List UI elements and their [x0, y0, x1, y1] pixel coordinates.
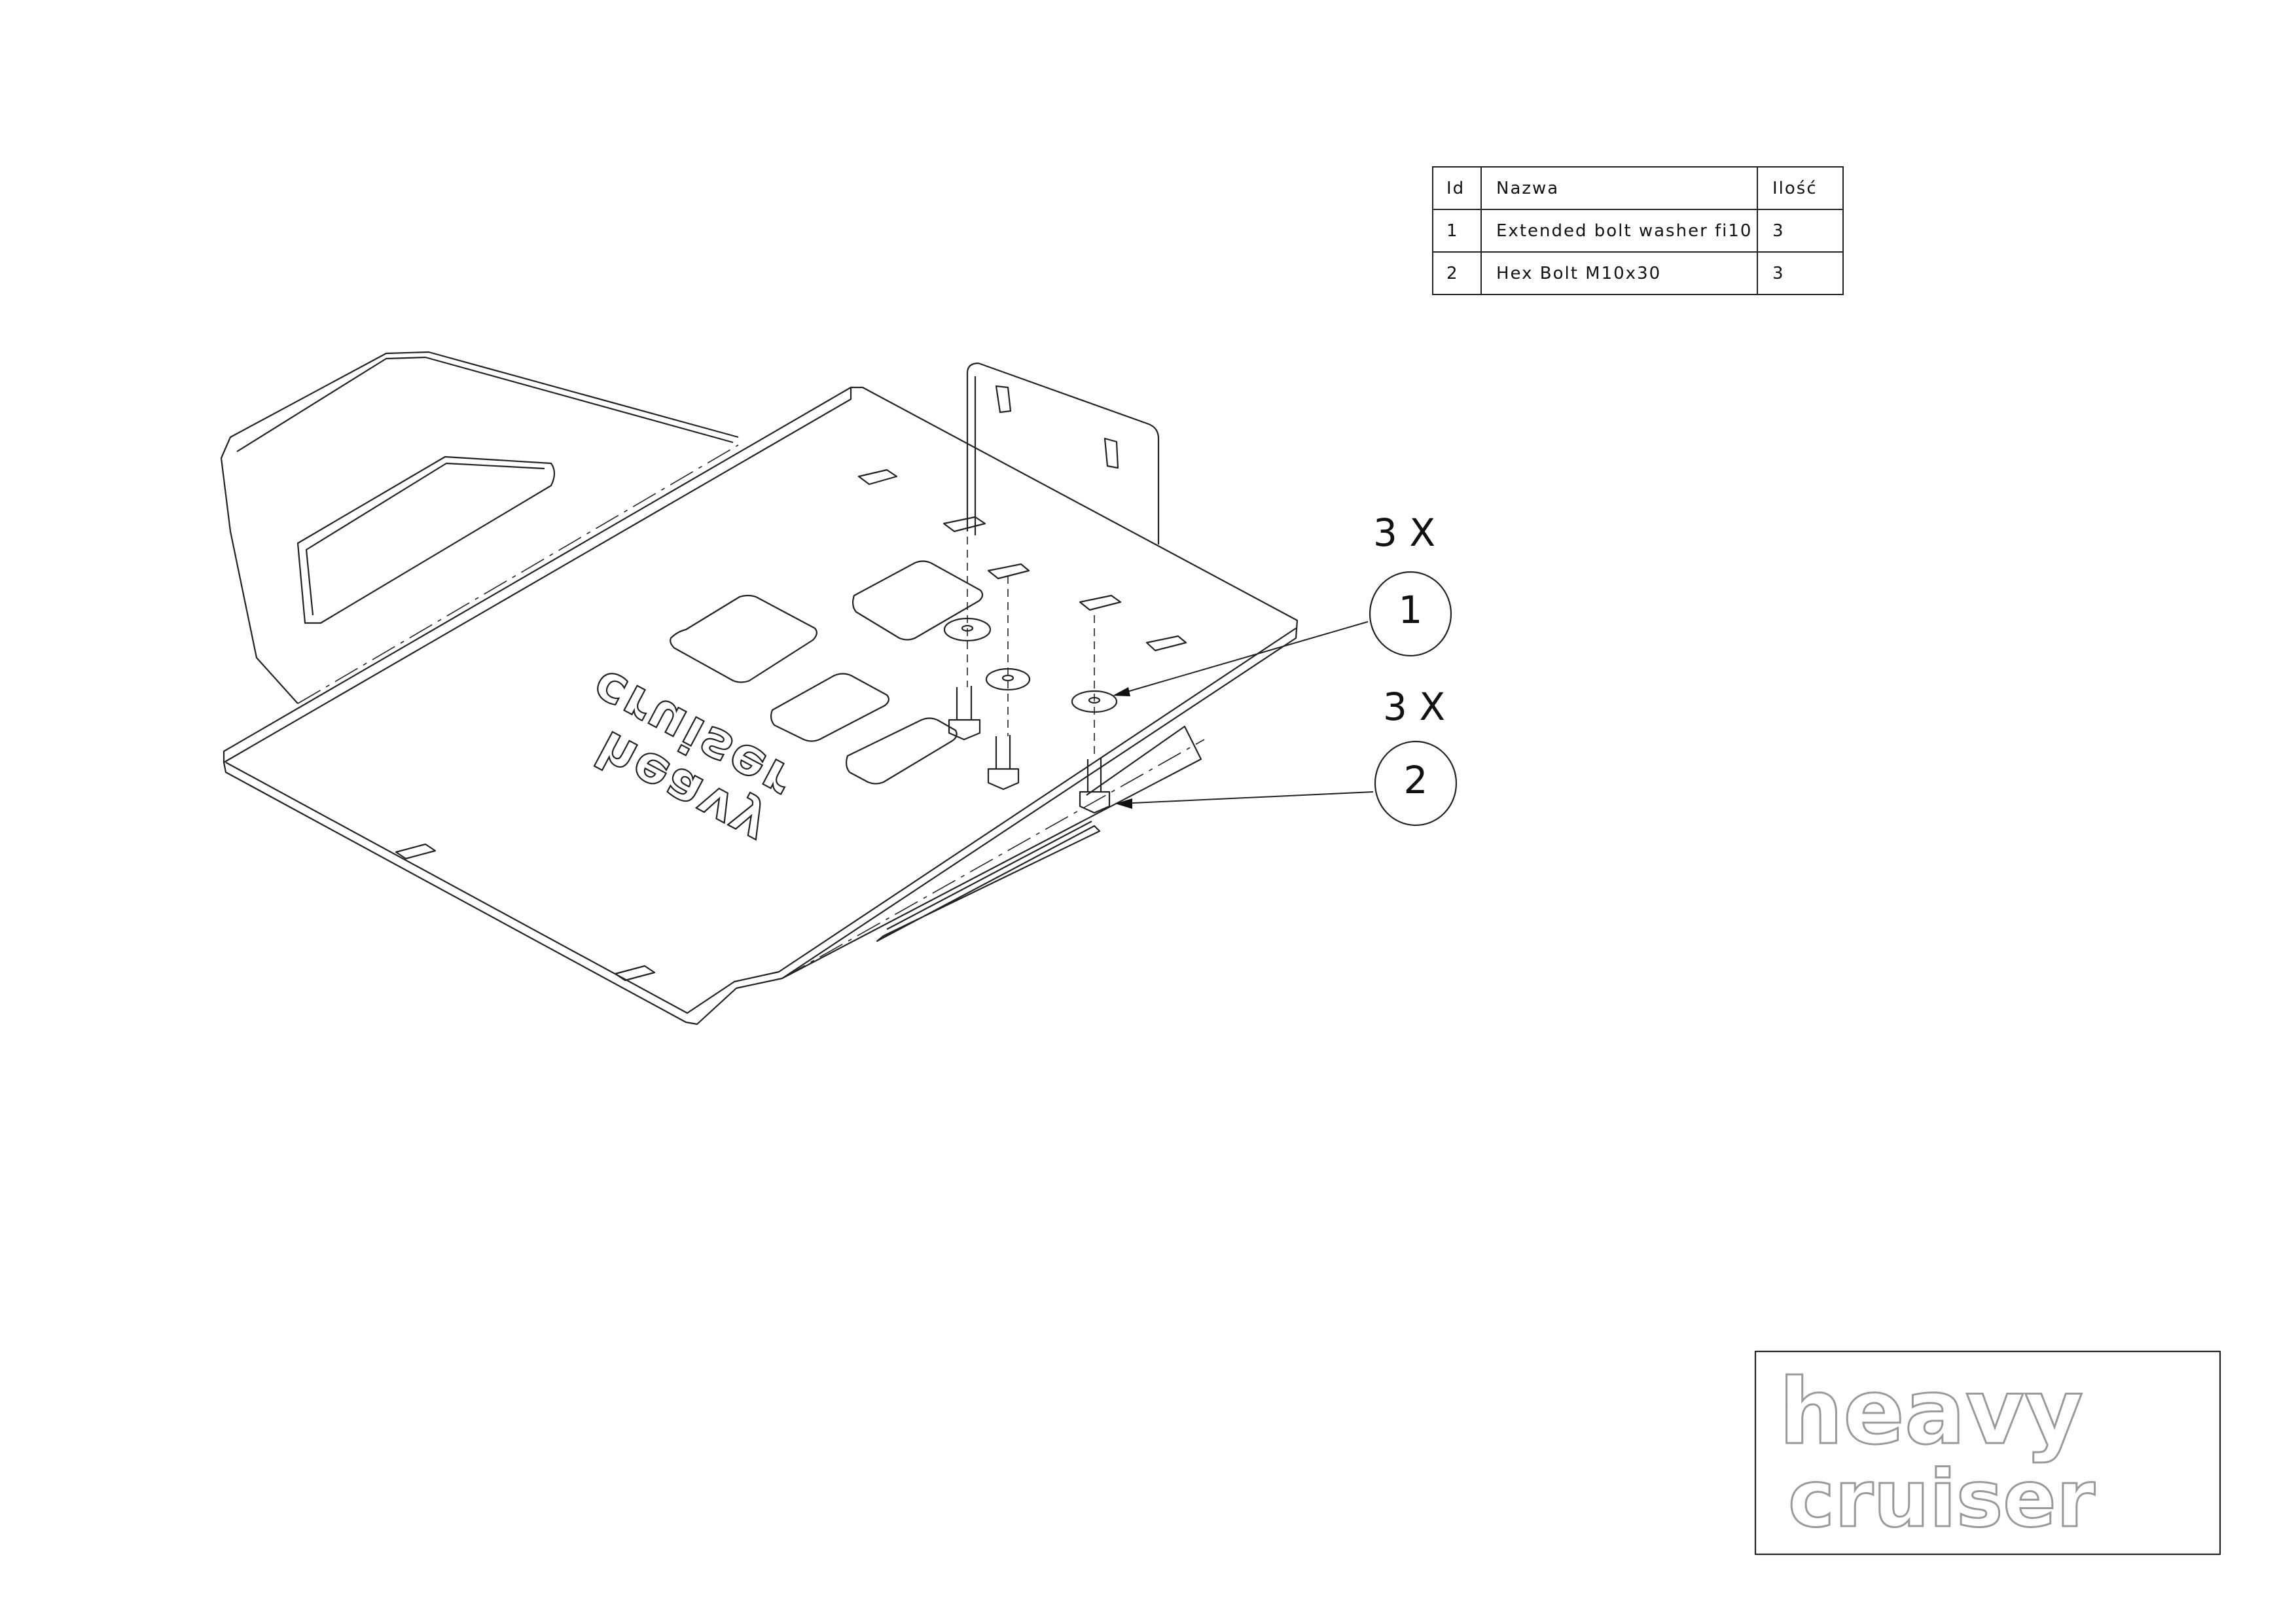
brand-logo-line1: heavy	[1779, 1359, 2083, 1465]
parts-list-table: Id Nazwa Ilość 1 Extended bolt washer fi…	[1432, 166, 1844, 295]
callout-2-number: 2	[1403, 758, 1428, 802]
callout-balloon-2	[1374, 740, 1458, 827]
row-name: Extended bolt washer fi10	[1480, 209, 1758, 253]
rear-flange	[220, 351, 739, 704]
table-row: 2 Hex Bolt M10x30 3	[1432, 251, 1844, 295]
callout-1-number: 1	[1398, 588, 1423, 632]
callout-2-quantity: 3 X	[1383, 685, 1446, 729]
mounting-tab	[966, 362, 1160, 544]
plate-logo: heavy cruiser	[582, 656, 803, 859]
front-side-wall	[781, 725, 1202, 979]
header-name: Nazwa	[1480, 166, 1758, 210]
header-id: Id	[1432, 166, 1482, 210]
leader-arrowheads	[1113, 687, 1132, 809]
assembly-axes	[967, 524, 1095, 759]
table-header-row: Id Nazwa Ilość	[1432, 166, 1844, 210]
plate-openings	[670, 560, 984, 785]
brand-logo-frame	[1754, 1350, 2221, 1556]
washer-icon	[943, 617, 1118, 713]
bolt-icon	[948, 686, 1111, 814]
row-qty: 3	[1757, 209, 1844, 253]
skid-plate	[223, 386, 1299, 1026]
plate-slots	[395, 469, 1187, 982]
row-name: Hex Bolt M10x30	[1480, 251, 1758, 295]
callout-balloon-1	[1369, 571, 1452, 657]
header-qty: Ilość	[1757, 166, 1844, 210]
callout-1-quantity: 3 X	[1373, 510, 1436, 555]
brand-logo-line2: cruiser	[1788, 1454, 2095, 1545]
row-id: 2	[1432, 251, 1482, 295]
leader-lines	[1115, 621, 1374, 804]
row-id: 1	[1432, 209, 1482, 253]
row-qty: 3	[1757, 251, 1844, 295]
brand-logo: heavy cruiser	[1778, 1359, 2096, 1546]
table-row: 1 Extended bolt washer fi10 3	[1432, 209, 1844, 253]
